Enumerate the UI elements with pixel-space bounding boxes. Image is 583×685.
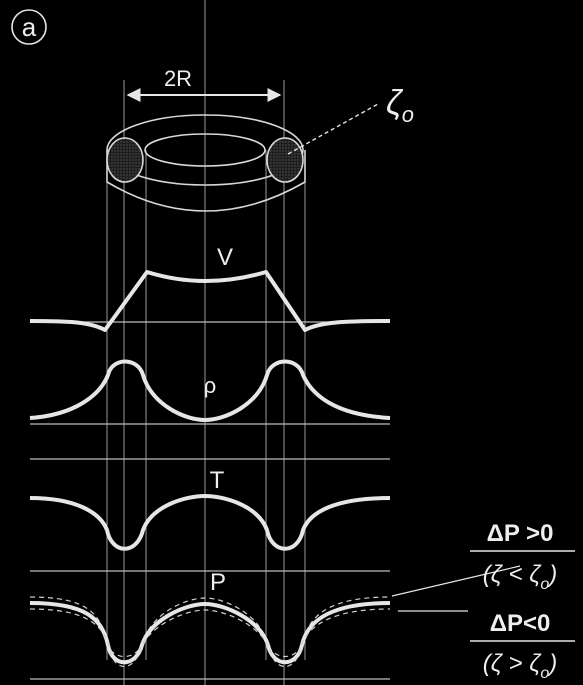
torus-cross-section-right — [266, 137, 304, 183]
curve-label-p: P — [210, 569, 226, 596]
curve-v — [29, 270, 391, 332]
curve-rho — [29, 359, 391, 422]
torus — [106, 103, 379, 212]
radius-label: ζo — [386, 84, 414, 127]
curve-t — [29, 494, 391, 551]
curve-p — [29, 601, 391, 665]
panel-label: a — [22, 12, 37, 42]
curve-p-lower-dashed — [29, 608, 391, 667]
legend-negative-line1: ΔP<0 — [490, 610, 551, 637]
panel-label-circle — [11, 9, 47, 45]
torus-inner-rim — [144, 133, 266, 167]
curve-label-rho: ρ — [204, 373, 217, 398]
legend-positive-line1: ΔP >0 — [487, 520, 554, 547]
dimension-label: 2R — [164, 66, 192, 91]
torus-lower-body — [106, 150, 306, 212]
torus-cross-section-left — [106, 137, 144, 183]
legend-positive: ΔP >0 (ζ < ζo) — [470, 520, 575, 593]
legend-negative-line2: (ζ > ζo) — [483, 650, 558, 682]
radius-pointer — [287, 103, 379, 155]
legend-pointer-positive — [391, 565, 521, 597]
curve-label-v: V — [217, 244, 233, 271]
curve-label-t: T — [210, 467, 225, 494]
legend-negative: ΔP<0 (ζ > ζo) — [470, 610, 575, 682]
legend-positive-line2: (ζ < ζo) — [483, 561, 558, 593]
vertical-guides — [106, 0, 306, 685]
